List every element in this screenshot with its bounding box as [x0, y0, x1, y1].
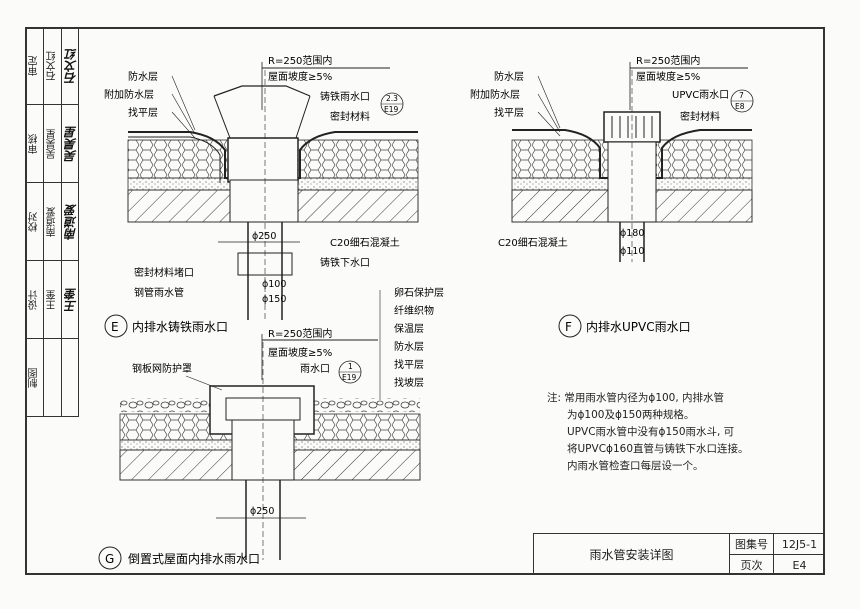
diameter-110: ϕ110 [620, 246, 644, 257]
diameter-250: ϕ250 [250, 506, 274, 517]
pipe-label: 钢管雨水管 [134, 286, 184, 299]
layer-label: 附加防水层 [470, 88, 520, 101]
downpipe-label: 铸铁下水口 [320, 256, 370, 269]
plug-label: 密封材料堵口 [134, 266, 194, 279]
note-line: 为ϕ100及ϕ150两种规格。 [567, 409, 695, 421]
detail-title: 倒置式屋面内排水雨水口 [128, 552, 260, 566]
outlet-label: 雨水口 [300, 363, 330, 375]
detail-badge [558, 314, 582, 338]
slope-label: 屋面坡度≥5% [268, 346, 332, 359]
reference-top: 2.3 [386, 94, 398, 103]
range-label: R=250范围内 [268, 327, 332, 340]
detail-e: R=250范围内 屋面坡度≥5% ϕ250 ϕ100 ϕ150 [104, 54, 419, 338]
drawing-frame [25, 27, 825, 575]
note-line: UPVC雨水管中没有ϕ150雨水斗, 可 [567, 426, 735, 438]
note-line: 常用雨水管内径为ϕ100, 内排水管 [564, 392, 725, 404]
range-label: R=250范围内 [268, 54, 332, 67]
signature-role: 校对 [25, 183, 44, 260]
signature-name: 石文红 [43, 27, 62, 104]
detail-badge-letter: F [565, 320, 572, 334]
slope-label: 屋面坡度≥5% [636, 70, 700, 83]
signature-name: 吴昊星 [43, 105, 62, 182]
signature-role: 制图 [25, 339, 44, 416]
signature-name: 南道爱 [43, 183, 62, 260]
signature-name [43, 339, 62, 416]
signature-row-check: 校对 南道爱 南道爱 [25, 183, 79, 261]
notes-prefix: 注: [547, 392, 562, 404]
signature-row-draw: 制图 [25, 339, 79, 417]
signature-role: 审定 [25, 27, 44, 104]
detail-g: R=250范围内 屋面坡度≥5% ϕ250 钢板网防护罩 雨水口 1 E19 [98, 286, 444, 570]
notes-block: 注: 常用雨水管内径为ϕ100, 内排水管 为ϕ100及ϕ150两种规格。 UP… [547, 390, 787, 475]
note-line: 内雨水管检查口每层设一个。 [567, 460, 704, 472]
layer-label: 找坡层 [394, 376, 424, 389]
signature-role: 设计 [25, 261, 44, 338]
reference-bottom: E19 [384, 105, 399, 114]
page-label: 页次 [729, 554, 773, 575]
atlas-label: 图集号 [729, 533, 773, 554]
detail-f: R=250范围内 屋面坡度≥5% ϕ180 ϕ110 防水层 附加防水层 找平层… [470, 54, 754, 338]
slope-label: 屋面坡度≥5% [268, 70, 332, 83]
diameter-150: ϕ150 [262, 294, 286, 305]
concrete-label: C20细石混凝土 [498, 236, 568, 249]
seal-label: 密封材料 [680, 110, 720, 123]
detail-badge [98, 546, 122, 570]
drawing-title: 雨水管安装详图 [533, 533, 729, 575]
layer-label: 保温层 [394, 322, 424, 335]
guard-label: 钢板网防护罩 [132, 362, 192, 375]
layer-label: 防水层 [494, 70, 524, 83]
reference-top: 7 [739, 91, 744, 100]
diameter-250: ϕ250 [252, 231, 276, 242]
layer-label: 找平层 [394, 358, 424, 371]
signature-row-approve: 审定 石文红 石文红 [25, 27, 79, 105]
layer-label: 附加防水层 [104, 88, 154, 101]
seal-label: 密封材料 [330, 110, 370, 123]
outlet-label: 铸铁雨水口 [320, 90, 370, 103]
signature-column: 审定 石文红 石文红 审核 吴昊星 吴昊星 校对 南道爱 南道爱 设计 王奎 王… [25, 27, 79, 417]
reference-top: 1 [348, 362, 353, 371]
range-label: R=250范围内 [636, 54, 700, 67]
signature-row-design: 设计 王奎 王奎 [25, 261, 79, 339]
layer-label: 纤维织物 [394, 304, 434, 317]
detail-badge-letter: E [111, 320, 119, 334]
diameter-180: ϕ180 [620, 228, 644, 239]
outlet-label: UPVC雨水口 [672, 89, 729, 101]
detail-title: 内排水UPVC雨水口 [586, 320, 691, 334]
signature-row-review: 审核 吴昊星 吴昊星 [25, 105, 79, 183]
page-value: E4 [773, 554, 825, 575]
reference-bottom: E8 [735, 102, 745, 111]
concrete-label: C20细石混凝土 [330, 236, 400, 249]
diameter-100: ϕ100 [262, 279, 286, 290]
layer-label: 防水层 [128, 70, 158, 83]
note-line: 将UPVCϕ160直管与铸铁下水口连接。 [567, 443, 749, 455]
layer-label: 找平层 [494, 106, 524, 119]
detail-badge [104, 314, 128, 338]
atlas-value: 12J5-1 [773, 533, 825, 554]
reference-bottom: E19 [342, 373, 357, 382]
detail-title: 内排水铸铁雨水口 [132, 319, 228, 334]
detail-badge-letter: G [105, 552, 114, 566]
layer-label: 防水层 [394, 340, 424, 353]
layer-label: 找平层 [128, 106, 158, 119]
signature-name: 王奎 [43, 261, 62, 338]
layer-label: 卵石保护层 [394, 286, 444, 299]
signature-role: 审核 [25, 105, 44, 182]
